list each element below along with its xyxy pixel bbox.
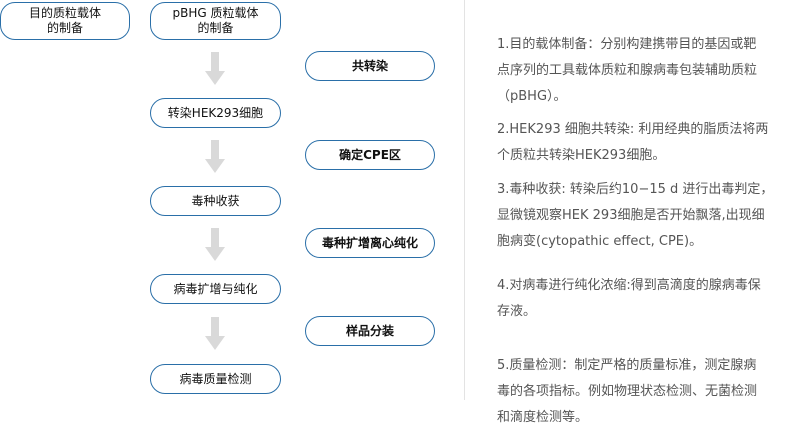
virus-expand-purify-box: 病毒扩增与纯化	[150, 274, 281, 304]
down-arrow-icon	[205, 52, 225, 85]
virus-quality-test-box: 病毒质量检测	[150, 364, 281, 394]
down-arrow-icon	[205, 140, 225, 173]
note-vector-prep: 1.目的载体制备：分别构建携带目的基因或靶 点序列的工具载体质粒和腺病毒包装辅助…	[497, 37, 758, 104]
note-virus-harvest: 3.毒种收获: 转染后约10−15 d 进行出毒判定， 显微镜观察HEK 293…	[497, 182, 774, 249]
pbhg-vector-prep-box: pBHG 质粒载体 的制备	[150, 2, 281, 40]
down-arrow-icon	[205, 317, 225, 350]
down-arrow-icon	[205, 228, 225, 261]
sample-packaging-box: 样品分装	[305, 316, 435, 346]
determine-cpe-box: 确定CPE区	[305, 140, 435, 170]
transfect-hek293-box: 转染HEK293细胞	[150, 98, 281, 128]
cotransfection-box: 共转染	[305, 51, 435, 81]
note-quality-test: 5.质量检测：制定严格的质量标准，测定腺病 毒的各项指标。例如物理状态检测、无菌…	[497, 358, 758, 425]
virus-expand-centrifuge-box: 毒种扩增离心纯化	[305, 228, 435, 258]
note-purification: 4.对病毒进行纯化浓缩:得到高滴度的腺病毒保 存液。	[497, 278, 761, 319]
column-divider	[464, 0, 465, 400]
note-cotransfection: 2.HEK293 细胞共转染: 利用经典的脂质法将两 个质粒共转染HEK293细…	[497, 122, 769, 163]
target-vector-prep-box: 目的质粒载体 的制备	[0, 2, 130, 40]
virus-harvest-box: 毒种收获	[150, 186, 281, 216]
